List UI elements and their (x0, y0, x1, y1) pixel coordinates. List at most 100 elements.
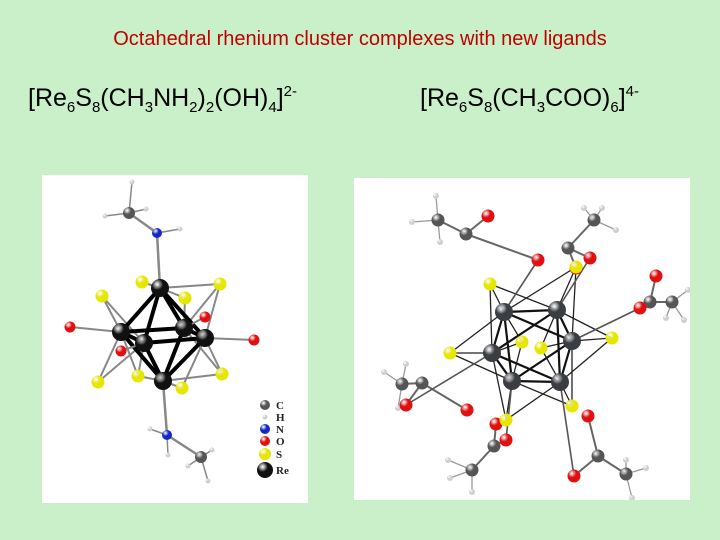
oxygen-atom (489, 417, 503, 431)
re-re-bond (158, 286, 207, 340)
hydrogen-atom (623, 457, 629, 463)
carbon-atom (619, 467, 633, 481)
rhenium-atom (135, 334, 153, 352)
carbon-atom (195, 451, 207, 463)
sulfur-atom (534, 341, 548, 355)
sulfur-atom (565, 399, 579, 413)
carbon-atom (587, 213, 601, 227)
re-re-bond (555, 308, 562, 384)
hydrogen-atom (129, 179, 135, 185)
carbon-atom (487, 439, 501, 453)
re-s-bond (556, 309, 613, 339)
oxygen-atom (115, 345, 127, 357)
re-o-bond (556, 257, 591, 311)
sulfur-atom (215, 367, 229, 381)
legend-label-s: S (276, 449, 283, 461)
hydrogen-atom (581, 205, 587, 211)
hydrogen-atom (685, 287, 690, 293)
rhenium-atom (548, 301, 566, 319)
sulfur-atom (515, 335, 529, 349)
right-formula: [Re6S8(CH3COO)6]4- (420, 83, 639, 116)
rhenium-atom (503, 372, 521, 390)
re-re-bond (490, 351, 562, 384)
re-re-bond (119, 286, 162, 334)
legend-hydrogen-sphere (262, 414, 268, 420)
sulfur-atom (213, 277, 227, 291)
hydrogen-atom (643, 465, 649, 471)
rhenium-atom (112, 323, 130, 341)
hydrogen-atom (177, 226, 183, 232)
oxygen-atom (567, 469, 581, 483)
left-molecule-structure (64, 179, 273, 484)
re-re-bond (502, 310, 514, 383)
oxygen-atom (499, 433, 513, 447)
sulfur-atom (91, 375, 105, 389)
re-o-bond (559, 381, 575, 477)
re-re-bond (490, 308, 559, 355)
hydrogen-atom (395, 405, 401, 411)
hydrogen-atom (681, 317, 687, 323)
sulfur-atom (131, 369, 145, 383)
re-n-bond (161, 379, 169, 437)
carbon-atom (123, 207, 135, 219)
re-n-bond (155, 231, 162, 290)
re-s-bond (505, 381, 561, 421)
re-re-bond (142, 336, 207, 345)
re-s-bond (449, 352, 513, 382)
rhenium-atom (154, 372, 172, 390)
carbon-atom (465, 463, 479, 477)
legend-sulfur-sphere (259, 448, 271, 460)
re-re-bond (161, 336, 207, 383)
sulfur-atom (135, 275, 149, 289)
legend-rhenium-sphere (257, 462, 273, 478)
left-formula: [Re6S8(CH3NH2)2(OH)4]2- (28, 83, 297, 116)
re-s-bond (97, 331, 122, 383)
hydrogen-atom (409, 219, 415, 225)
re-re-bond (161, 326, 186, 383)
sulfur-atom (175, 381, 189, 395)
rhenium-atom (563, 332, 581, 350)
re-o-bond (505, 380, 513, 441)
re-o-bond (405, 352, 493, 406)
oxygen-atom (248, 334, 260, 346)
hydrogen-atom (102, 213, 108, 219)
hydrogen-atom (433, 193, 439, 199)
right-molecule-structure (381, 193, 690, 500)
rhenium-atom (483, 344, 501, 362)
carbon-atom (561, 241, 575, 255)
sulfur-atom (483, 277, 497, 291)
c-o-bond (421, 382, 468, 411)
oxygen-atom (460, 403, 474, 417)
re-s-bond (491, 352, 507, 421)
legend-oxygen-sphere (260, 436, 270, 446)
rhenium-atom (495, 303, 513, 321)
re-s-bond (181, 337, 206, 389)
oxygen-atom (199, 311, 211, 323)
carbon-atom (591, 449, 605, 463)
sulfur-atom (605, 331, 619, 345)
right-molecule-image (354, 178, 690, 500)
re-re-bond (510, 339, 574, 383)
carbon-atom (643, 295, 657, 309)
oxygen-atom (399, 398, 413, 412)
re-s-bond (101, 295, 145, 344)
carbon-atom (459, 227, 473, 241)
sulfur-atom (178, 291, 192, 305)
legend-carbon-sphere (260, 400, 270, 410)
slide-title: Octahedral rhenium cluster complexes wit… (113, 28, 607, 50)
carbon-atom (395, 377, 409, 391)
re-s-bond (489, 283, 493, 354)
re-re-bond (119, 326, 186, 334)
left-molecule-image: C H N O S Re (42, 175, 308, 503)
c-o-bond (465, 233, 539, 261)
re-s-bond (571, 266, 577, 342)
legend-label-h: H (276, 412, 285, 424)
hydrogen-atom (663, 315, 669, 321)
re-s-bond (162, 373, 223, 382)
carbon-atom (431, 213, 445, 227)
re-re-bond (119, 330, 165, 383)
sulfur-atom (569, 260, 583, 274)
legend-nitrogen-sphere (260, 424, 270, 434)
oxygen-atom (633, 301, 647, 315)
hydrogen-atom (629, 495, 635, 500)
